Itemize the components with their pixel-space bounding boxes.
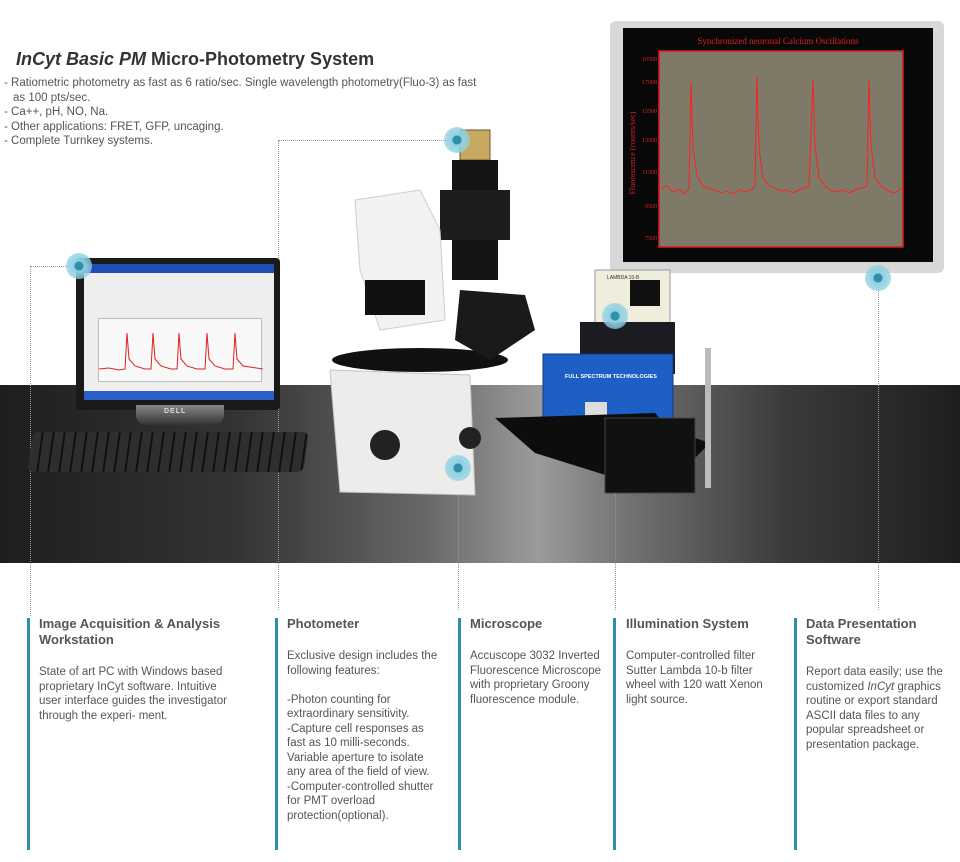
- light-source-display: [585, 402, 607, 416]
- software-name: InCyt: [867, 680, 895, 693]
- feature-item: - Complete Turnkey systems.: [4, 135, 153, 147]
- section-body-part: Report data easily; use the customized: [806, 666, 943, 693]
- guide-line: [30, 266, 78, 267]
- section-workstation: Image Acquisition & Analysis Workstation…: [39, 616, 239, 723]
- illumination-illustration: LAMBDA 10-B FULL SPECTRUM TECHNOLOGIES: [495, 269, 711, 494]
- chart-title: Synchronized neuronal Calcium Oscillatio…: [697, 36, 859, 46]
- section-title: Illumination System: [626, 616, 749, 631]
- microscope-base: [329, 369, 476, 496]
- section-accent-bar: [27, 618, 30, 850]
- support-rod: [705, 348, 711, 488]
- section-title: Image Acquisition & Analysis Workstation: [39, 616, 221, 647]
- filter-wheel: [604, 417, 696, 494]
- monitor-software-plot: [98, 318, 264, 382]
- ytick-label: 15500: [642, 109, 657, 115]
- section-body: Accuscope 3032 Inverted Fluorescence Mic…: [470, 650, 602, 706]
- ytick-label: 11500: [642, 170, 657, 176]
- feature-item: - Ca++, pH, NO, Na.: [4, 106, 109, 118]
- microscope-turret: [365, 280, 425, 315]
- section-body: State of art PC with Windows based propr…: [39, 666, 227, 722]
- focus-knob: [459, 427, 481, 449]
- ytick-label: 9500: [645, 204, 657, 210]
- focus-knob: [370, 430, 400, 460]
- keyboard: [27, 432, 309, 472]
- hotspot-illumination[interactable]: [602, 303, 628, 329]
- photometer-module: [440, 190, 510, 240]
- ytick-label: 17000: [642, 80, 657, 86]
- guide-line: [278, 140, 456, 141]
- section-microscope: Microscope Accuscope 3032 Inverted Fluor…: [470, 616, 610, 707]
- section-title: Data Presentation Software: [806, 616, 917, 647]
- monitor-trace-svg: [98, 332, 264, 371]
- section-body-part: graphics routine or export standard ASCI…: [806, 680, 941, 751]
- feature-item: - Other applications: FRET, GFP, uncagin…: [4, 120, 224, 133]
- section-accent-bar: [613, 618, 616, 850]
- lambda-keypad: [630, 280, 660, 306]
- section-accent-bar: [794, 618, 797, 850]
- hotspot-workstation[interactable]: [66, 253, 92, 279]
- section-data-presentation: Data Presentation Software Report data e…: [806, 616, 954, 752]
- monitor-trace: [98, 332, 264, 371]
- monitor-taskbar: [84, 391, 274, 400]
- section-illumination: Illumination System Computer-controlled …: [626, 616, 766, 707]
- hotspot-photometer[interactable]: [444, 127, 470, 153]
- hotspot-microscope[interactable]: [445, 455, 471, 481]
- chart-ylabel: Fluorescence (counts/sec): [628, 111, 637, 194]
- section-accent-bar: [275, 618, 278, 850]
- ytick-label: 13500: [642, 138, 657, 144]
- chart-trace: [660, 75, 902, 195]
- product-name: InCyt Basic PM: [16, 49, 147, 69]
- section-photometer: Photometer Exclusive design includes the…: [287, 616, 442, 823]
- microscope-stage: [332, 348, 508, 372]
- calcium-oscillation-chart: Synchronized neuronal Calcium Oscillatio…: [628, 36, 904, 248]
- lambda-label: LAMBDA 10-B: [607, 275, 640, 281]
- feature-list: - Ratiometric photometry as fast as 6 ra…: [4, 76, 484, 149]
- microscope-eyepieces: [455, 290, 535, 360]
- section-title: Photometer: [287, 616, 360, 631]
- light-source-brand: FULL SPECTRUM TECHNOLOGIES: [565, 374, 657, 380]
- ytick-label: 7500: [645, 236, 657, 242]
- section-body: Exclusive design includes the following …: [287, 650, 438, 822]
- chart-yticks: 10500 17000 15500 13500 11500 9500 7500: [642, 57, 657, 242]
- chart-plot-area: [658, 50, 904, 248]
- guide-line: [878, 278, 879, 610]
- section-title: Microscope: [470, 616, 543, 631]
- monitor-window-titlebar: [84, 264, 274, 273]
- microscope-illustration: [329, 129, 535, 496]
- monitor-brand: DELL: [164, 408, 187, 415]
- page-title: InCyt Basic PM Micro-Photometry System: [16, 49, 374, 70]
- feature-item: - Ratiometric photometry as fast as 6 ra…: [4, 77, 477, 104]
- ytick-label: 10500: [642, 57, 657, 63]
- monitor-stand: DELL: [136, 405, 224, 425]
- plot-panel: Synchronized neuronal Calcium Oscillatio…: [623, 28, 933, 262]
- hotspot-data-presentation[interactable]: [865, 265, 891, 291]
- section-body: Report data easily; use the customized I…: [806, 665, 954, 752]
- section-body: Computer-controlled filter Sutter Lambda…: [626, 650, 763, 706]
- guide-line: [458, 468, 459, 610]
- section-accent-bar: [458, 618, 461, 850]
- product-subtitle: Micro-Photometry System: [146, 49, 375, 69]
